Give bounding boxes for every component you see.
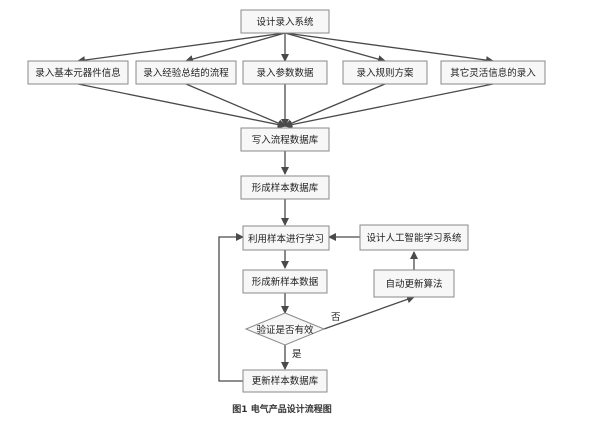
edges bbox=[77, 32, 494, 382]
node-write-db-label: 写入流程数据库 bbox=[252, 134, 319, 146]
node-input-system-label: 设计录入系统 bbox=[256, 16, 314, 28]
edge-system-to-basic bbox=[77, 32, 286, 65]
node-new-sample: 形成新样本数据 bbox=[242, 269, 328, 294]
node-input-experience: 录入经验总结的流程 bbox=[135, 60, 237, 85]
node-input-basic: 录入基本元器件信息 bbox=[27, 60, 129, 85]
node-verify-label: 验证是否有效 bbox=[256, 324, 314, 336]
edge-system-to-rules bbox=[284, 32, 386, 63]
node-input-system: 设计录入系统 bbox=[240, 9, 330, 34]
node-form-sample-db: 形成样本数据库 bbox=[240, 175, 330, 200]
edge-other-to-writedb bbox=[284, 83, 494, 129]
node-input-rules-label: 录入规则方案 bbox=[356, 67, 414, 79]
node-ai-system: 设计人工智能学习系统 bbox=[359, 224, 469, 251]
node-input-params-label: 录入参数数据 bbox=[256, 67, 314, 79]
node-write-db: 写入流程数据库 bbox=[240, 127, 330, 152]
figure-caption: 图1 电气产品设计流程图 bbox=[232, 403, 331, 415]
node-auto-update-label: 自动更新算法 bbox=[385, 278, 442, 290]
node-input-params: 录入参数数据 bbox=[242, 60, 328, 85]
edge-experience-to-writedb bbox=[185, 83, 286, 127]
edge-updatedb-to-learn bbox=[218, 233, 246, 382]
node-ai-system-label: 设计人工智能学习系统 bbox=[366, 232, 462, 244]
node-input-basic-label: 录入基本元器件信息 bbox=[35, 67, 121, 79]
edge-label-yes: 是 bbox=[292, 349, 302, 360]
node-learn-label: 利用样本进行学习 bbox=[248, 233, 324, 245]
edge-rules-to-writedb bbox=[284, 83, 386, 127]
edge-basic-to-writedb bbox=[77, 83, 286, 129]
node-input-other: 其它灵活信息的录入 bbox=[440, 60, 546, 85]
node-auto-update: 自动更新算法 bbox=[373, 269, 455, 298]
node-input-other-label: 其它灵活信息的录入 bbox=[450, 67, 536, 79]
edge-verify-no-to-autoupdate bbox=[323, 295, 415, 330]
edge-system-to-other bbox=[284, 32, 494, 65]
node-input-rules: 录入规则方案 bbox=[342, 60, 428, 85]
edge-label-no: 否 bbox=[331, 312, 341, 323]
node-learn: 利用样本进行学习 bbox=[242, 225, 330, 251]
node-input-experience-label: 录入经验总结的流程 bbox=[143, 67, 229, 79]
node-verify: 验证是否有效 bbox=[244, 312, 326, 346]
node-update-db: 更新样本数据库 bbox=[242, 369, 328, 393]
node-form-sample-db-label: 形成样本数据库 bbox=[252, 182, 319, 194]
node-new-sample-label: 形成新样本数据 bbox=[252, 276, 319, 288]
node-update-db-label: 更新样本数据库 bbox=[252, 375, 319, 387]
edge-system-to-experience bbox=[185, 32, 286, 63]
